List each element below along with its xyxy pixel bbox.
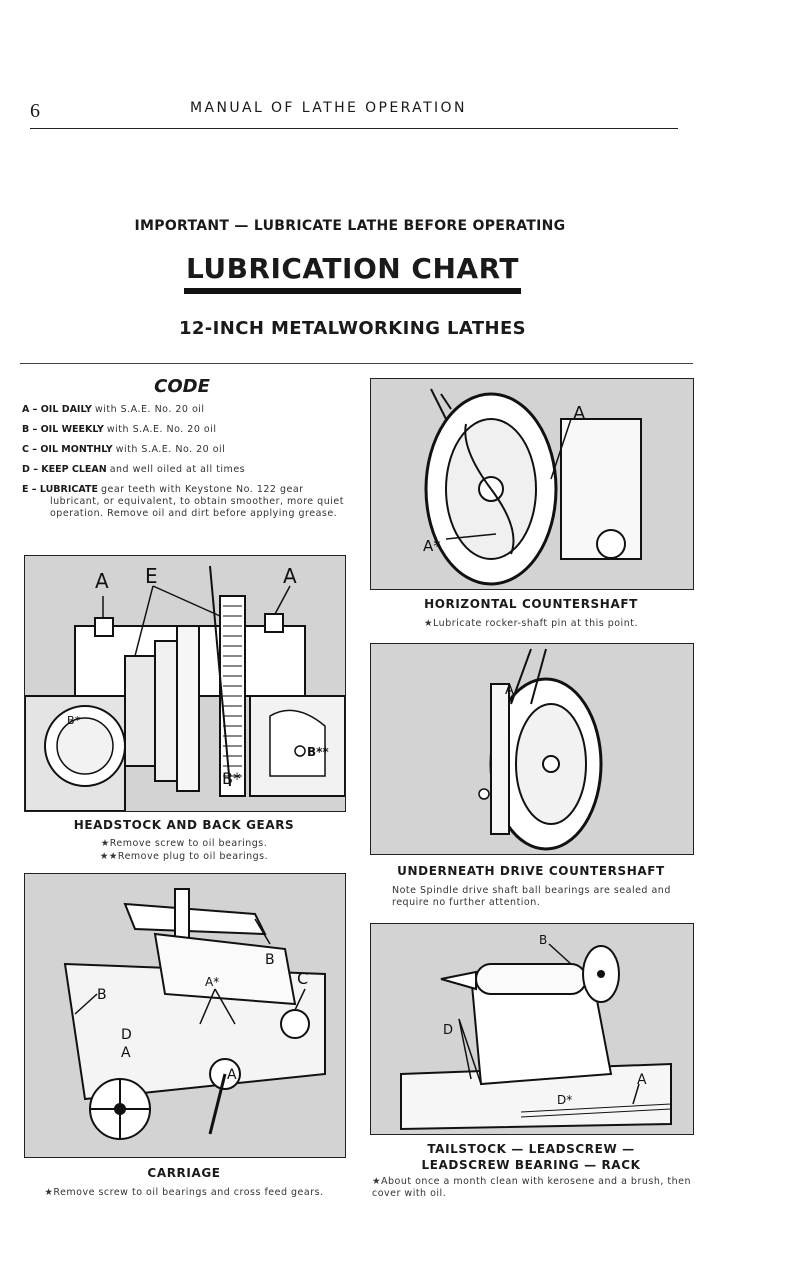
label-a-star: A* xyxy=(423,537,441,555)
horizontal-countershaft-caption: HORIZONTAL COUNTERSHAFT xyxy=(424,597,638,611)
headstock-illustration: A E A B* B* B** xyxy=(24,555,346,812)
code-title: CODE xyxy=(154,376,210,397)
tailstock-note: ★About once a month clean with kerosene … xyxy=(372,1176,691,1199)
label-a-left: A xyxy=(121,1045,131,1061)
tailstock-caption-line-2: LEADSCREW BEARING — RACK xyxy=(421,1158,641,1172)
label-c: C xyxy=(297,969,308,988)
underneath-drive-caption: UNDERNEATH DRIVE COUNTERSHAFT xyxy=(397,864,665,878)
tailstock-illustration: B D D* A xyxy=(370,923,694,1135)
label-b-double-star: B** xyxy=(307,745,329,759)
section-rule xyxy=(20,363,693,364)
underneath-drive-drawing: A xyxy=(371,644,693,854)
running-title: MANUAL OF LATHE OPERATION xyxy=(190,100,467,116)
label-a-star: A* xyxy=(205,975,219,989)
page-number: 6 xyxy=(30,100,40,122)
important-notice: IMPORTANT — LUBRICATE LATHE BEFORE OPERA… xyxy=(134,218,566,234)
label-b: B xyxy=(539,933,547,947)
carriage-note: ★Remove screw to oil bearings and cross … xyxy=(44,1187,324,1198)
headstock-drawing: A E A B* B* B** xyxy=(25,556,345,811)
tailstock-drawing: B D D* A xyxy=(371,924,693,1134)
label-a-right: A xyxy=(283,564,297,588)
code-item-b: B – OIL WEEKLY with S.A.E. No. 20 oil xyxy=(22,424,217,435)
underneath-drive-illustration: A xyxy=(370,643,694,855)
horizontal-countershaft-illustration: A A* xyxy=(370,378,694,590)
code-item-d: D – KEEP CLEAN and well oiled at all tim… xyxy=(22,464,246,475)
label-b-star-left: B* xyxy=(67,714,81,727)
headstock-note-2: ★★Remove plug to oil bearings. xyxy=(99,851,269,862)
carriage-drawing: B B A* C D A A xyxy=(25,874,345,1157)
carriage-caption: CARRIAGE xyxy=(147,1166,221,1180)
headstock-note-1: ★Remove screw to oil bearings. xyxy=(100,838,268,849)
underneath-drive-note: Note Spindle drive shaft ball bearings a… xyxy=(392,885,671,908)
header-rule xyxy=(30,128,678,129)
label-d: D xyxy=(121,1027,132,1043)
label-d-star: D* xyxy=(557,1093,572,1107)
page-title: LUBRICATION CHART xyxy=(185,252,519,285)
label-b-star-bottom: B* xyxy=(222,769,241,788)
label-b-top: B xyxy=(265,952,275,968)
horizontal-countershaft-drawing: A A* xyxy=(371,379,693,589)
label-e: E xyxy=(145,564,158,588)
tailstock-caption-line-1: TAILSTOCK — LEADSCREW — xyxy=(427,1142,635,1156)
title-underline xyxy=(184,288,521,294)
headstock-caption: HEADSTOCK AND BACK GEARS xyxy=(73,818,295,832)
code-item-e: E – LUBRICATE gear teeth with Keystone N… xyxy=(22,484,344,519)
horizontal-countershaft-note: ★Lubricate rocker-shaft pin at this poin… xyxy=(424,618,638,629)
carriage-illustration: B B A* C D A A xyxy=(24,873,346,1158)
label-d: D xyxy=(443,1023,453,1038)
label-a: A xyxy=(573,403,586,424)
code-item-c: C – OIL MONTHLY with S.A.E. No. 20 oil xyxy=(22,444,226,455)
code-item-a: A – OIL DAILY with S.A.E. No. 20 oil xyxy=(22,404,205,415)
code-list: A – OIL DAILY with S.A.E. No. 20 oil B –… xyxy=(22,404,348,528)
label-a: A xyxy=(505,683,514,698)
label-b-left: B xyxy=(97,987,107,1003)
label-a-left: A xyxy=(95,569,109,593)
page-subtitle: 12-INCH METALWORKING LATHES xyxy=(178,318,527,339)
label-a: A xyxy=(637,1072,647,1088)
label-a-bottom: A xyxy=(227,1067,237,1083)
